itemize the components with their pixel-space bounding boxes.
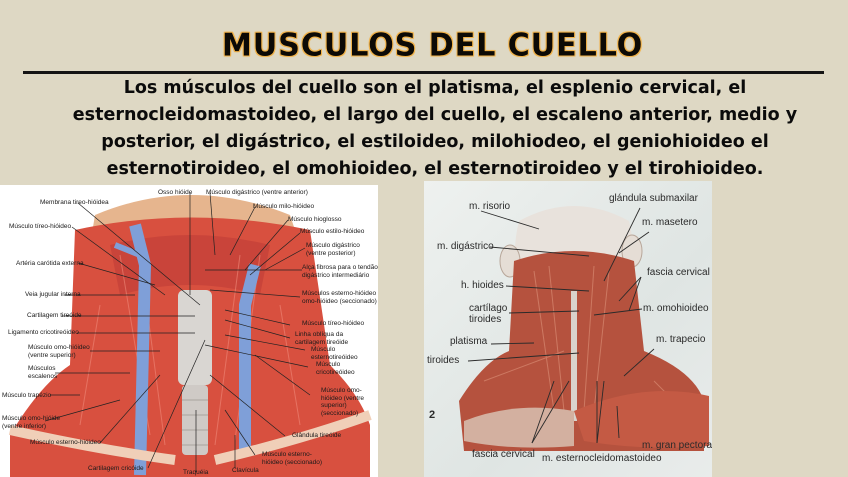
label-m-digastrico: m. digástrico <box>437 241 494 252</box>
label-clavicula: Clavícula <box>232 467 259 474</box>
intro-paragraph: Los músculos del cuello son el platisma,… <box>72 78 798 179</box>
label-osso-hioide: Osso hióide <box>158 189 193 196</box>
label-estilo-hioideo: Músculo estilo-hióideo <box>300 228 365 235</box>
figure-number: 2 <box>429 409 436 421</box>
label-digastrico-anterior: Músculo digástrico (ventre anterior) <box>206 189 308 196</box>
label-esternotireoideo: Músculo esternotireóideo <box>311 346 358 361</box>
label-h-hioides: h. hioides <box>461 280 504 291</box>
page-title: MUSCULOS DEL CUELLO <box>222 27 644 64</box>
label-traqueia: Traquéia <box>183 469 209 476</box>
label-cartilago-tiroides: cartílago tiroides <box>469 303 508 325</box>
label-arteria-carotida-externa: Artéria carótida externa <box>16 260 84 267</box>
label-cartilagem-tireoide: Cartilagem tireóide <box>27 312 82 319</box>
label-cricotireoideo: Músculo cricotireóideo <box>316 361 355 376</box>
label-linha-obliqua: Linha oblíqua da cartilagem tireóide <box>295 331 349 346</box>
label-musculo-omo-hioideo-superior: Músculo omo-hióideo (ventre superior) <box>28 344 90 359</box>
label-fascia-cervical-bottom: fascia cervical <box>472 449 535 460</box>
neck-lateral-illustration <box>459 206 709 451</box>
neck-muscles-illustration <box>8 192 372 477</box>
neck-anatomy-figure-anterior: Membrana tireo-hióidea Músculo tíreo-hió… <box>0 185 378 477</box>
label-membrana-tireo-hioidea: Membrana tireo-hióidea <box>40 199 109 206</box>
label-m-masetero: m. masetero <box>642 217 698 228</box>
label-cartilagem-cricoide: Cartilagem cricóide <box>88 465 144 472</box>
label-platisma: platisma <box>450 336 488 347</box>
label-tiroides: tiroides <box>427 355 460 366</box>
label-glandula-submaxilar: glándula submaxilar <box>609 193 698 204</box>
label-milo-hioideo: Músculo milo-hióideo <box>253 203 315 210</box>
label-musculo-tireo-hioideo: Músculo tíreo-hióideo <box>9 223 72 230</box>
label-esterno-omo-hioideo-seccionado: Músculos esterno-hióideo omo-hióideo (se… <box>302 290 377 305</box>
label-musculo-esterno-hioideo: Músculo esterno-hióideo <box>30 439 101 446</box>
label-alca-fibrosa: Alça fibrosa para o tendão digástrico in… <box>302 264 378 279</box>
label-digastrico-posterior: Músculo digástrico (ventre posterior) <box>306 242 360 257</box>
label-musculos-escalenos: Músculos escalenos <box>28 365 58 380</box>
label-fascia-cervical-right: fascia cervical <box>647 267 710 278</box>
label-glandula-tireoide: Glândula tireóide <box>292 432 342 439</box>
label-tireo-hioideo-right: Músculo tíreo-hióideo <box>302 320 365 327</box>
label-m-gran-pectoral: m. gran pectoral <box>642 440 712 451</box>
label-veia-jugular-interna: Veia jugular interna <box>25 291 81 298</box>
label-musculo-omo-hioide-inferior: Músculo omo-hióide (ventre inferior) <box>2 415 61 430</box>
label-esterno-hioideo-seccionado: Músculo esterno-hióideo (seccionado) <box>262 451 322 466</box>
label-m-trapecio: m. trapecio <box>656 334 706 345</box>
title-divider <box>23 71 824 74</box>
label-m-omohioideo: m. omohioideo <box>643 303 709 314</box>
label-musculo-trapezio: Músculo trapézio <box>2 392 52 399</box>
label-hioglosso: Músculo hioglosso <box>288 216 342 223</box>
label-m-risorio: m. risorio <box>469 201 511 212</box>
label-omo-hioideo-seccionado: Músculo omo-hióideo (ventre superior) (s… <box>321 387 364 417</box>
label-m-esternocleidomastoideo: m. esternocleidomastoideo <box>542 453 662 464</box>
label-ligamento-cricotireoideo: Ligamento cricotireóideo <box>8 329 79 336</box>
neck-anatomy-figure-lateral: m. risorio m. digástrico h. hioides cart… <box>424 181 712 477</box>
